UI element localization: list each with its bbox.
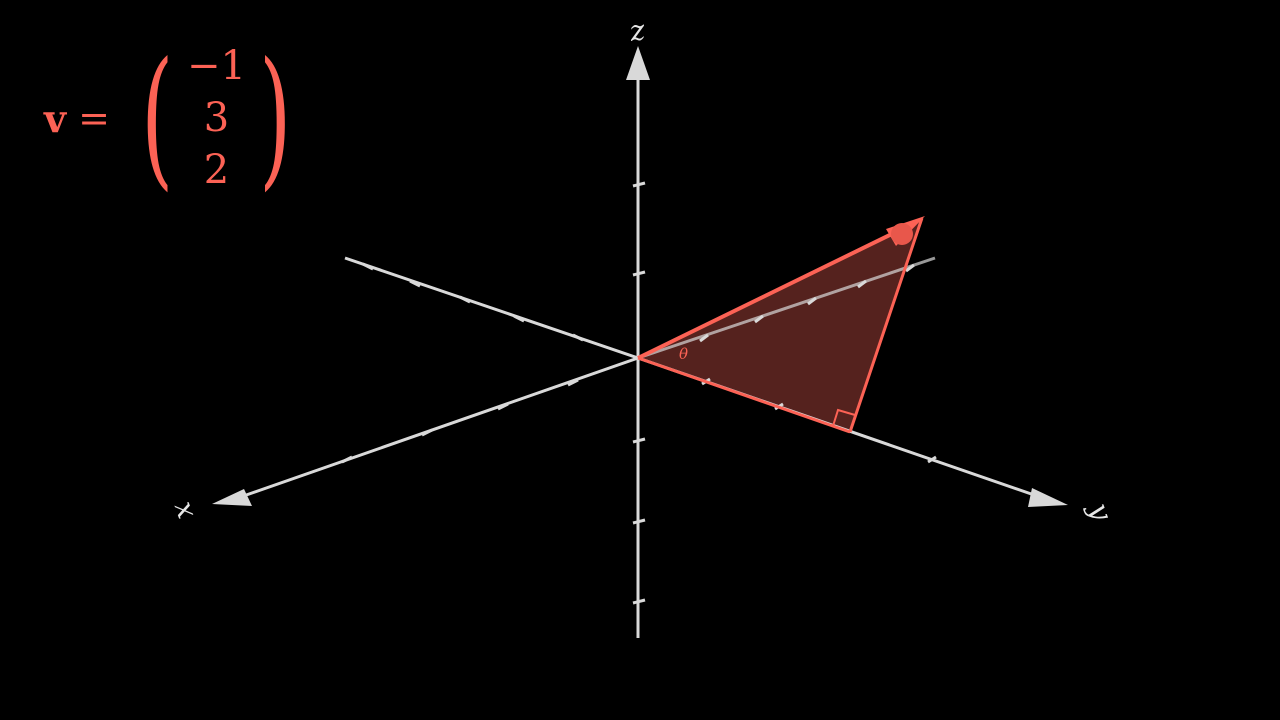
x-axis-label: x — [168, 497, 204, 523]
right-paren: ) — [259, 31, 292, 205]
tick-marks — [341, 181, 937, 605]
component-z: 2 — [203, 147, 230, 193]
equals-sign: = — [78, 96, 110, 140]
x-axis-arrowhead — [212, 489, 252, 506]
x-axis — [231, 356, 639, 502]
component-y: 3 — [203, 95, 230, 141]
z-axis-label: z — [627, 13, 647, 48]
y-axis-label: y — [1082, 497, 1120, 526]
angle-label: θ — [679, 345, 688, 363]
component-x: −1 — [186, 43, 246, 89]
y-axis-arrowhead — [1028, 488, 1068, 507]
z-axis-arrowhead — [626, 46, 650, 80]
right-angle-marker — [832, 408, 856, 427]
vector-v-shaft — [637, 228, 901, 360]
vector-components: −1 3 2 — [186, 40, 246, 196]
vector-symbol: v — [44, 95, 67, 141]
projection-triangle — [638, 218, 922, 432]
vector-v-cone — [891, 223, 913, 245]
left-paren: ( — [141, 31, 174, 205]
vector-equation: v = ( −1 3 2 ) — [44, 40, 305, 196]
triangle-edges — [637, 217, 924, 434]
